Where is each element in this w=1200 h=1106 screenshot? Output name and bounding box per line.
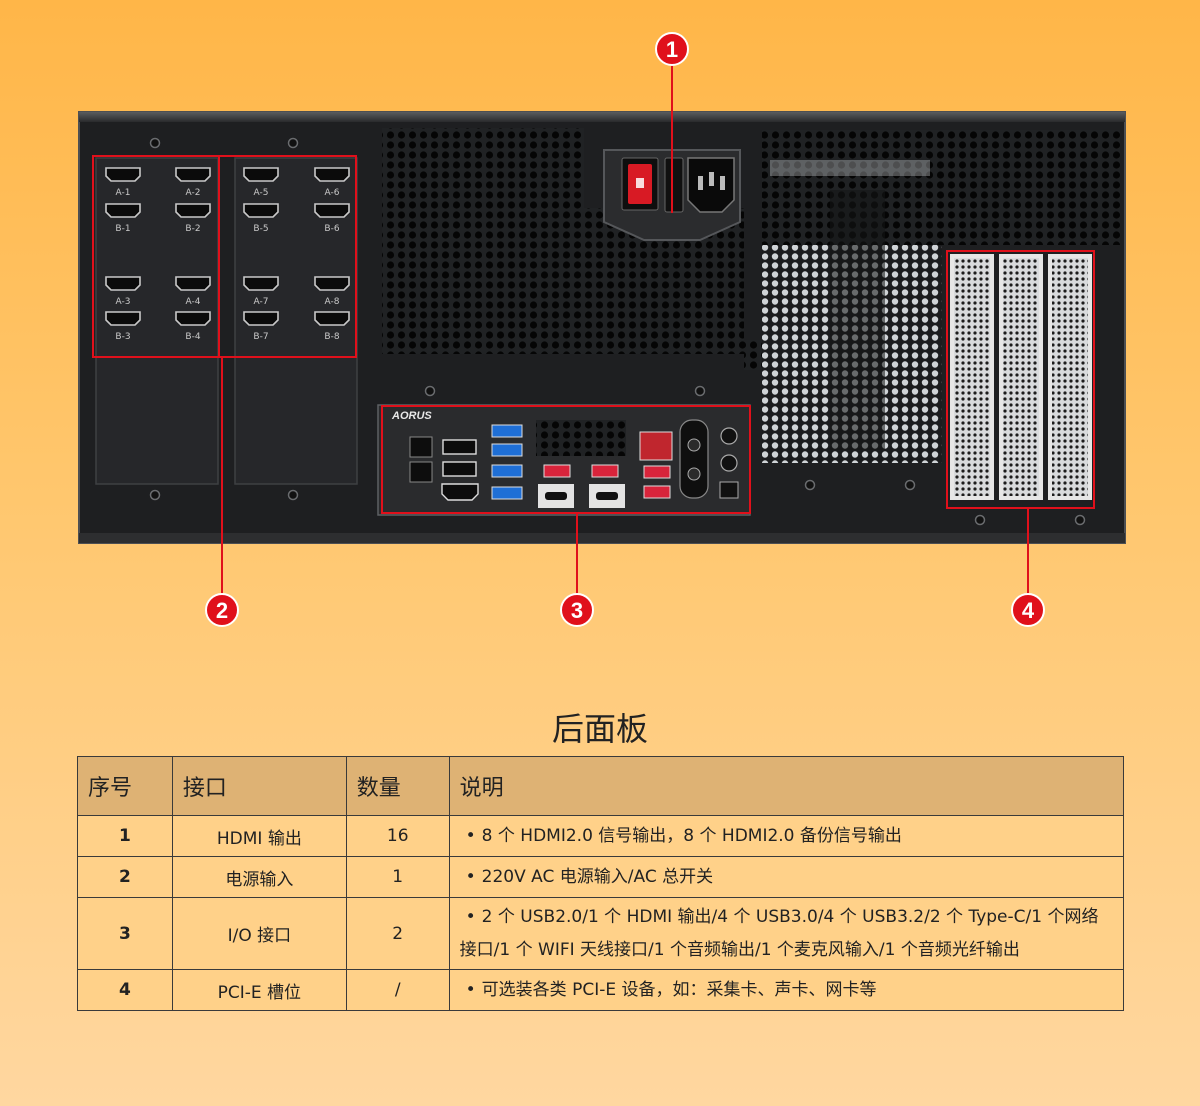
power-module bbox=[603, 149, 741, 241]
cell-desc: •2 个 USB2.0/1 个 HDMI 输出/4 个 USB3.0/4 个 U… bbox=[448, 897, 1125, 970]
marker-1: 1 bbox=[655, 32, 689, 66]
hdmi-port-grid: A-1 B-1 A-2 B-2 A-5 B-5 A-6 B-6 A-3 B-3 … bbox=[105, 167, 350, 342]
hdmi-port-label: B-6 bbox=[324, 224, 339, 234]
header-no: 序号 bbox=[77, 756, 173, 816]
desc-line: 8 个 HDMI2.0 信号输出，8 个 HDMI2.0 备份信号输出 bbox=[481, 825, 902, 846]
desc-line: 2 个 USB2.0/1 个 HDMI 输出/4 个 USB3.0/4 个 US… bbox=[481, 906, 1099, 927]
svg-text:1: 1 bbox=[666, 37, 678, 62]
hdmi-port-label: A-6 bbox=[325, 188, 340, 198]
hdmi-port-label: A-8 bbox=[325, 297, 340, 307]
hdmi-port-label: B-8 bbox=[324, 332, 339, 342]
cell-no: 4 bbox=[77, 969, 173, 1011]
table-header-row: 序号 接口 数量 说明 bbox=[77, 756, 1125, 816]
rear-panel-illustration: A-1 B-1 A-2 B-2 A-5 B-5 A-6 B-6 A-3 B-3 … bbox=[78, 32, 1126, 627]
cell-port: 电源输入 bbox=[171, 856, 347, 898]
svg-text:2: 2 bbox=[216, 598, 228, 623]
hdmi-port-label: A-3 bbox=[116, 297, 131, 307]
table-row: 2 电源输入 1 •220V AC 电源输入/AC 总开关 bbox=[77, 856, 1125, 898]
table-row: 3 I/O 接口 2 •2 个 USB2.0/1 个 HDMI 输出/4 个 U… bbox=[77, 897, 1125, 970]
pcie-slots bbox=[950, 254, 1092, 500]
io-shield: AORUS bbox=[377, 404, 751, 516]
section-title: 后面板 bbox=[551, 710, 648, 748]
hdmi-port-label: A-5 bbox=[254, 188, 269, 198]
marker-2: 2 bbox=[205, 593, 239, 627]
desc-line: 可选装各类 PCI-E 设备，如：采集卡、声卡、网卡等 bbox=[481, 979, 877, 1000]
cell-no: 1 bbox=[77, 815, 173, 857]
hdmi-port-label: B-5 bbox=[253, 224, 268, 234]
cell-qty: 1 bbox=[345, 856, 450, 898]
fan-vent bbox=[762, 130, 1120, 245]
bullet-icon: • bbox=[465, 906, 476, 927]
bullet-icon: • bbox=[465, 979, 476, 1000]
callout-box-pcie bbox=[946, 250, 1095, 509]
svg-text:4: 4 bbox=[1022, 598, 1035, 623]
io-brand-logo: AORUS bbox=[391, 410, 432, 422]
header-desc: 说明 bbox=[448, 756, 1125, 816]
marker-4: 4 bbox=[1011, 593, 1045, 627]
hdmi-port-label: B-2 bbox=[185, 224, 200, 234]
cell-qty: / bbox=[345, 969, 450, 1011]
hdmi-port-label: A-7 bbox=[254, 297, 269, 307]
cell-port: I/O 接口 bbox=[171, 897, 347, 970]
cell-port: PCI-E 槽位 bbox=[171, 969, 347, 1011]
table-row: 1 HDMI 输出 16 •8 个 HDMI2.0 信号输出，8 个 HDMI2… bbox=[77, 815, 1125, 857]
cell-qty: 2 bbox=[345, 897, 450, 970]
desc-line: 220V AC 电源输入/AC 总开关 bbox=[481, 866, 714, 887]
callout-box-io bbox=[381, 405, 751, 514]
hdmi-port-label: B-7 bbox=[253, 332, 268, 342]
bullet-icon: • bbox=[465, 866, 476, 887]
cell-port: HDMI 输出 bbox=[171, 815, 347, 857]
header-qty: 数量 bbox=[345, 756, 450, 816]
cell-desc: •220V AC 电源输入/AC 总开关 bbox=[448, 856, 1125, 898]
spec-table: 序号 接口 数量 说明 1 HDMI 输出 16 •8 个 HDMI2.0 信号… bbox=[77, 756, 1125, 1011]
hdmi-port-label: A-4 bbox=[186, 297, 201, 307]
cell-no: 2 bbox=[77, 856, 173, 898]
bullet-icon: • bbox=[465, 825, 476, 846]
hdmi-port-label: B-3 bbox=[115, 332, 130, 342]
marker-3: 3 bbox=[560, 593, 594, 627]
hdmi-port-label: B-1 bbox=[115, 224, 130, 234]
desc-line: 接口/1 个 WIFI 天线接口/1 个音频输出/1 个麦克风输入/1 个音频光… bbox=[459, 939, 1020, 960]
table-row: 4 PCI-E 槽位 / •可选装各类 PCI-E 设备，如：采集卡、声卡、网卡… bbox=[77, 969, 1125, 1011]
svg-text:3: 3 bbox=[571, 598, 583, 623]
hdmi-port-label: A-2 bbox=[186, 188, 201, 198]
cell-desc: •可选装各类 PCI-E 设备，如：采集卡、声卡、网卡等 bbox=[448, 969, 1125, 1011]
hdmi-port-label: A-1 bbox=[116, 188, 131, 198]
cell-qty: 16 bbox=[345, 815, 450, 857]
header-port: 接口 bbox=[171, 756, 347, 816]
main-vent bbox=[382, 128, 584, 354]
hdmi-port-label: B-4 bbox=[185, 332, 200, 342]
cell-no: 3 bbox=[77, 897, 173, 970]
callout-box-hdmi bbox=[92, 155, 357, 358]
cell-desc: •8 个 HDMI2.0 信号输出，8 个 HDMI2.0 备份信号输出 bbox=[448, 815, 1125, 857]
